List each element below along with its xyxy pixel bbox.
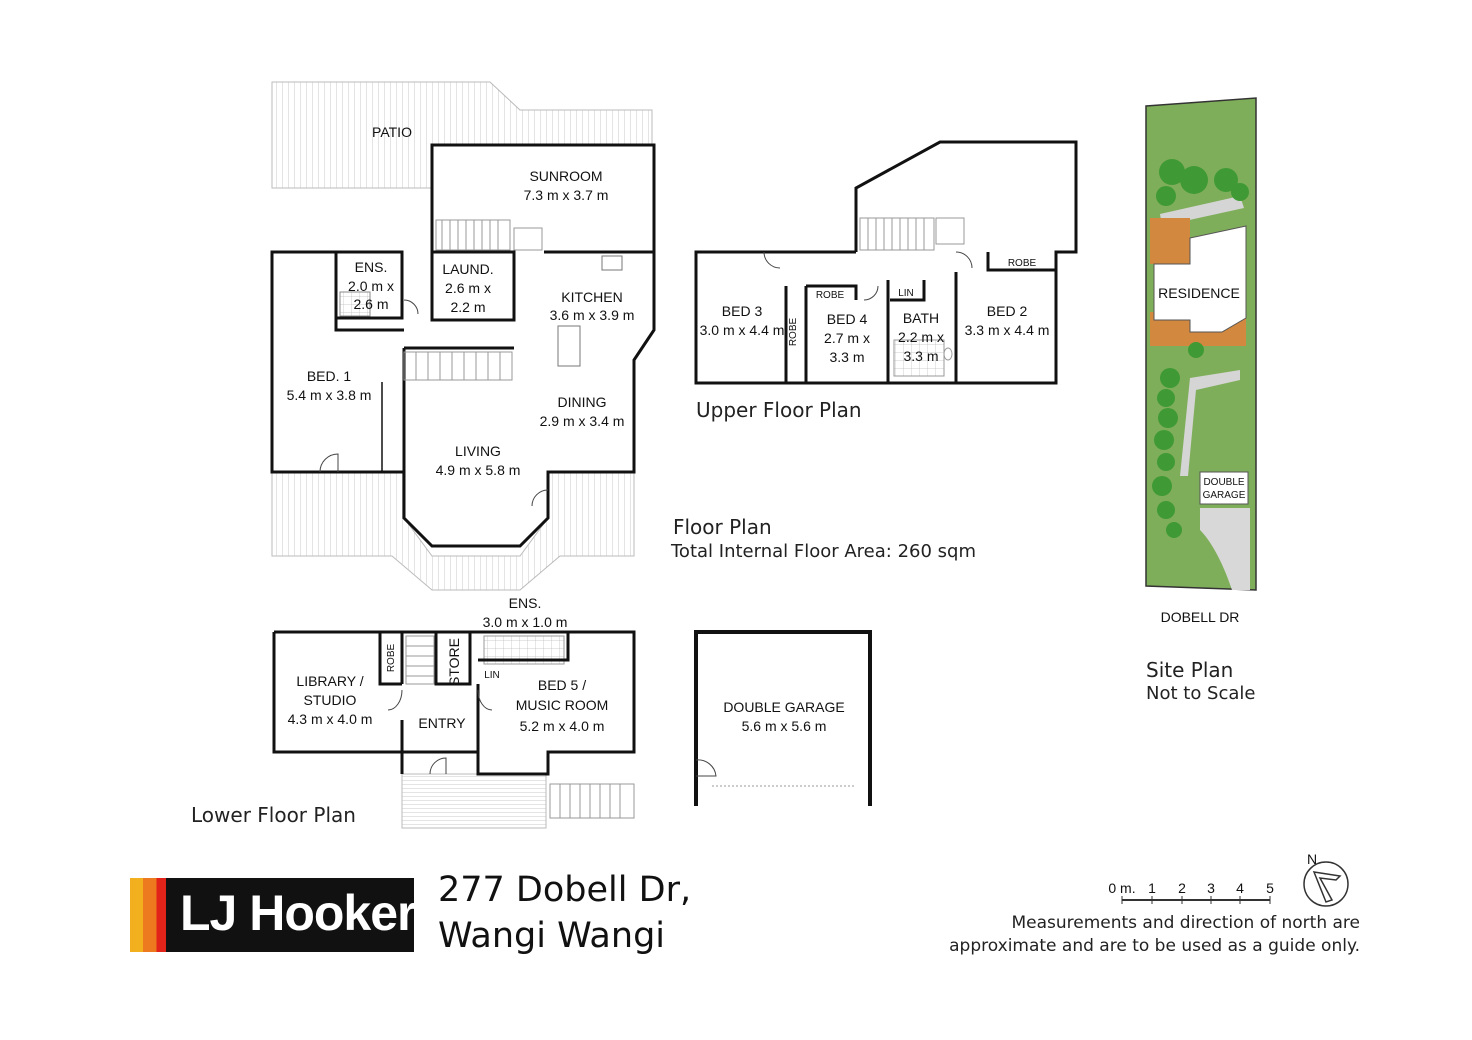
bed5-label-2: MUSIC ROOM [516,697,609,713]
bed5-dims: 5.2 m x 4.0 m [520,718,605,734]
ens-dims-1: 2.0 m x [348,278,394,294]
bed3-dims: 3.0 m x 4.4 m [700,322,785,338]
main-floor-plan: PATIO SUNROOM 7.3 m x 3.7 m ENS. 2.0 m x… [270,81,656,591]
site-plan-subtitle: Not to Scale [1146,683,1256,704]
address-line-1: 277 Dobell Dr, [438,870,692,910]
library-label-1: LIBRARY / [296,673,363,689]
dining-label: DINING [558,394,607,410]
ens-dims-2: 2.6 m [353,296,388,312]
residence-label: RESIDENCE [1158,285,1240,301]
bed4-dims-2: 3.3 m [829,349,864,365]
logo-stripes [130,878,170,952]
garage-dims: 5.6 m x 5.6 m [742,718,827,734]
lower-lin-label: LIN [484,670,500,681]
scale-tick-3: 3 [1207,880,1215,896]
bed1-dims: 5.4 m x 3.8 m [287,387,372,403]
lower-robe-label: ROBE [386,644,397,673]
disclaimer-line-1: Measurements and direction of north are [1011,913,1360,933]
ens-label: ENS. [355,259,388,275]
library-dims: 4.3 m x 4.0 m [288,711,373,727]
logo-text: LJ Hooker [180,885,417,941]
north-arrow-icon: N [1303,851,1349,907]
lower-floor-plan: ENS. 3.0 m x 1.0 m LIBRARY / STUDIO 4.3 … [272,595,636,829]
upper-robe-vertical-label: ROBE [788,318,799,347]
bed1-label: BED. 1 [307,368,352,384]
site-garage-label-2: GARAGE [1203,490,1246,501]
library-label-2: STUDIO [304,692,357,708]
bed3-label: BED 3 [722,303,763,319]
kitchen-dims: 3.6 m x 3.9 m [550,307,635,323]
bath-label: BATH [903,310,939,326]
disclaimer: Measurements and direction of north are … [880,912,1360,958]
scale-bar: 0 m. 1 2 3 4 5 [1108,880,1274,904]
lower-ens-dims: 3.0 m x 1.0 m [483,614,568,630]
lower-ens-label: ENS. [509,595,542,611]
site-plan: RESIDENCE DOUBLE GARAGE DOBELL DR [1145,97,1257,625]
scale-tick-0: 0 m. [1108,880,1135,896]
scale-tick-4: 4 [1236,880,1244,896]
upper-floor-plan: BED 3 3.0 m x 4.4 m ROBE ROBE BED 4 2.7 … [694,140,1078,385]
patio-label: PATIO [372,124,412,140]
north-label: N [1307,851,1317,867]
upper-robe1-label: ROBE [816,290,845,301]
bed2-dims: 3.3 m x 4.4 m [965,322,1050,338]
sunroom-label: SUNROOM [529,168,602,184]
scale-tick-5: 5 [1266,880,1274,896]
floor-plan-title: Floor Plan [673,515,772,539]
garage-plan: DOUBLE GARAGE 5.6 m x 5.6 m [694,630,872,806]
site-garage-label-1: DOUBLE [1203,477,1244,488]
laund-dims-2: 2.2 m [450,299,485,315]
upper-lin-label: LIN [898,288,914,299]
living-dims: 4.9 m x 5.8 m [436,462,521,478]
address-line-2: Wangi Wangi [438,916,666,956]
upper-floor-plan-label: Upper Floor Plan [696,398,862,422]
store-label: STORE [446,638,462,686]
laund-dims-1: 2.6 m x [445,280,491,296]
bed4-dims-1: 2.7 m x [824,330,870,346]
laund-label: LAUND. [442,261,493,277]
bed2-label: BED 2 [987,303,1028,319]
scale-tick-2: 2 [1178,880,1186,896]
disclaimer-line-2: approximate and are to be used as a guid… [949,936,1360,956]
bed4-label: BED 4 [827,311,868,327]
bath-dims-2: 3.3 m [903,348,938,364]
upper-robe2-label: ROBE [1008,258,1037,269]
living-label: LIVING [455,443,501,459]
scale-tick-1: 1 [1148,880,1156,896]
street-label: DOBELL DR [1161,609,1240,625]
garage-label: DOUBLE GARAGE [723,699,844,715]
kitchen-label: KITCHEN [561,289,622,305]
sunroom-dims: 7.3 m x 3.7 m [524,187,609,203]
bath-dims-1: 2.2 m x [898,329,944,345]
entry-label: ENTRY [418,715,466,731]
lj-hooker-logo: LJ Hooker [130,878,417,952]
site-plan-title: Site Plan [1146,658,1234,682]
dining-dims: 2.9 m x 3.4 m [540,413,625,429]
floor-area-label: Total Internal Floor Area: 260 sqm [671,541,976,562]
lower-floor-plan-label: Lower Floor Plan [191,803,356,827]
bed5-label-1: BED 5 / [538,677,586,693]
logo-box: LJ Hooker [166,878,417,952]
